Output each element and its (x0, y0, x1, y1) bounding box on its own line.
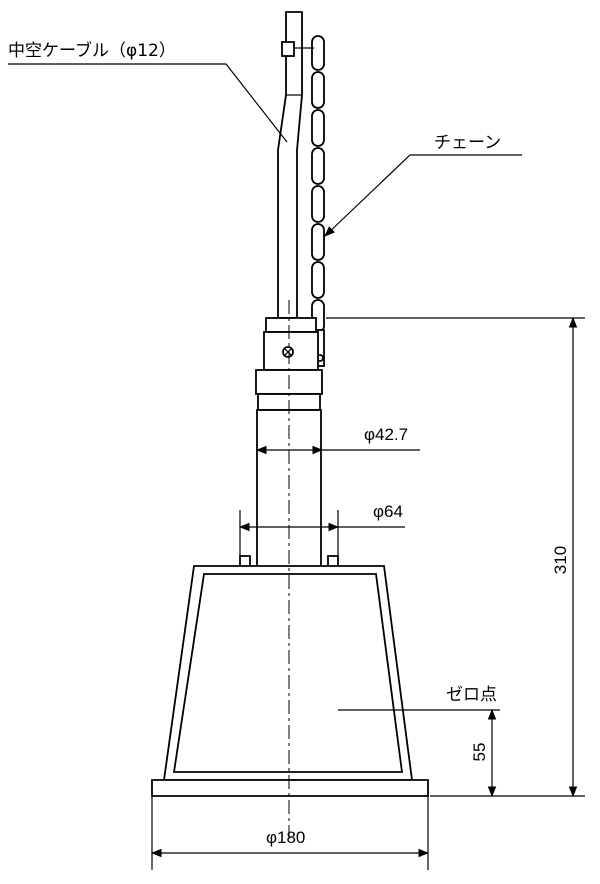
dim-base-diameter: φ180 (150, 796, 430, 870)
chain-leader: チェーン (324, 133, 522, 237)
dim-zero-height: 55 (470, 708, 497, 798)
dim-collar-diameter-text: φ64 (373, 502, 403, 521)
dim-zero-height-text: 55 (470, 743, 489, 762)
dim-total-height-text: 310 (551, 546, 570, 574)
zero-point-label: ゼロ点 (446, 685, 497, 705)
dim-pipe-diameter-text: φ42.7 (364, 425, 408, 444)
zero-point-leader: ゼロ点 (338, 685, 500, 711)
hollow-cable-leader: 中空ケーブル（φ12） (8, 40, 288, 143)
hollow-cable (277, 11, 303, 319)
hollow-cable-label: 中空ケーブル（φ12） (8, 40, 176, 61)
dim-pipe-diameter: φ42.7 (255, 425, 420, 455)
dim-collar-diameter: φ64 (238, 502, 405, 556)
dim-base-diameter-text: φ180 (266, 828, 305, 847)
guard-frame (151, 565, 429, 797)
chain (281, 35, 325, 367)
chain-label: チェーン (434, 133, 501, 153)
dim-total-height: 310 (326, 316, 585, 798)
